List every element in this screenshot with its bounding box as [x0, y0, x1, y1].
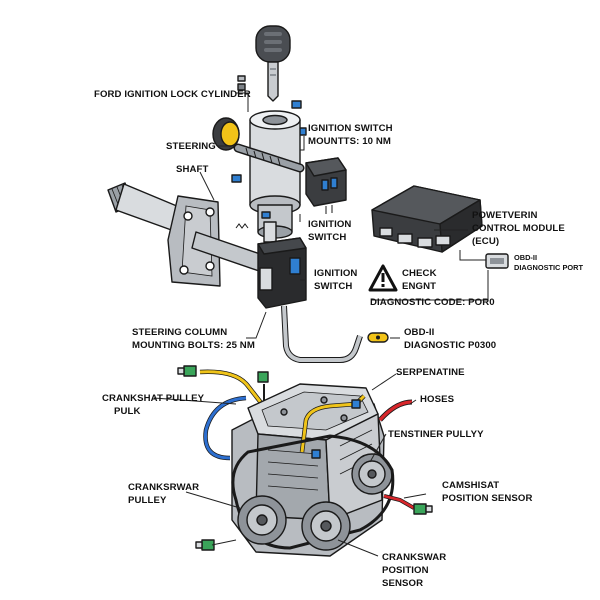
- label-serpentine: SERPENATINE: [396, 367, 465, 378]
- label-steering: STEERING: [166, 141, 216, 152]
- leader-lines: [153, 92, 489, 557]
- warning-triangle-icon: [368, 264, 398, 292]
- label-column-bolts-line2: MOUNTING BOLTS: 25 NM: [132, 340, 255, 351]
- ignition-switch-upper: [305, 157, 347, 214]
- label-check-engine-line2: ENGNT: [402, 281, 436, 292]
- label-pcm-line2: CONTROL MODULE: [472, 223, 565, 234]
- label-ignition-switch-a-line2: SWITCH: [308, 232, 346, 243]
- label-ignition-switch-a-line1: IGNITION: [308, 219, 351, 230]
- label-shaft: SHAFT: [176, 164, 209, 175]
- label-crank-pulley2-line2: PULLEY: [128, 495, 167, 506]
- label-switch-mounts-line2: MOUNTTS: 10 NM: [308, 136, 391, 147]
- label-pcm-line3: (ECU): [472, 236, 499, 247]
- label-obd-code-line1: OBD-II: [404, 327, 435, 338]
- label-cam-sensor-line1: CAMSHISAT: [442, 480, 499, 491]
- label-lock-cylinder: FORD IGNITION LOCK CYLINDER: [94, 89, 251, 100]
- label-ignition-switch-b-line2: SWITCH: [314, 281, 352, 292]
- label-tensioner: TENSTINER PULLYY: [388, 429, 484, 440]
- label-cam-sensor-line2: POSITION SENSOR: [442, 493, 533, 504]
- steering-shaft: [107, 182, 267, 287]
- label-column-bolts-line1: STEERING COLUMN: [132, 327, 227, 338]
- label-crank-pulley-line2: PULK: [114, 406, 141, 417]
- label-obd-port-line1: OBD-II: [514, 253, 537, 262]
- label-check-engine-line1: CHECK: [402, 268, 437, 279]
- key-icon: [255, 25, 291, 102]
- label-crank-pulley2-line1: CRANKSRWAR: [128, 482, 199, 493]
- lock-cylinder-assembly: [212, 110, 305, 239]
- ignition-switch-lower: [257, 221, 363, 363]
- label-obd-code-line2: DIAGNOSTIC P0300: [404, 340, 496, 351]
- label-ignition-switch-b-line1: IGNITION: [314, 268, 357, 279]
- sensor-connectors: [177, 365, 433, 551]
- label-switch-mounts-line1: IGNITION SWITCH: [308, 123, 393, 134]
- label-crank-pulley-line1: CRANKSHAT PULLEY: [102, 393, 205, 404]
- pcm-module: [371, 185, 509, 269]
- label-crank-sensor-line1: CRANKSWAR: [382, 552, 446, 563]
- label-pcm-line1: POWETVERIN: [472, 210, 538, 221]
- obd-connector-pill: [367, 332, 389, 343]
- label-crank-sensor-line2: POSITION: [382, 565, 429, 576]
- engine-block: [199, 369, 415, 557]
- label-diagnostic-code: DIAGNOSTIC CODE: POR0: [370, 297, 495, 308]
- label-hoses: HOSES: [420, 394, 455, 405]
- label-obd-port-line2: DIAGNOSTIC PORT: [514, 263, 583, 272]
- label-crank-sensor-line3: SENSOR: [382, 578, 423, 589]
